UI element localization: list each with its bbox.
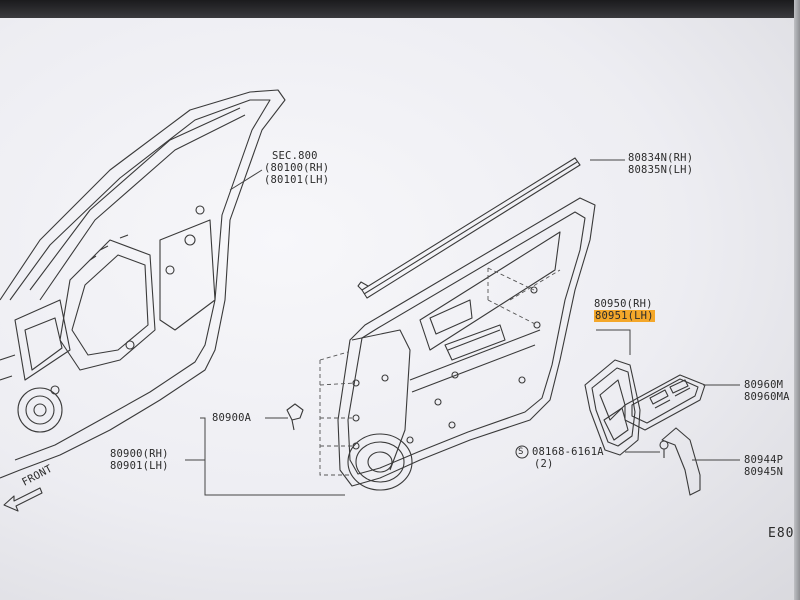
part-80900-label: 80900(RH) (110, 448, 169, 460)
part-80944p-label: 80944P (744, 454, 784, 466)
monitor-bezel-right (794, 0, 800, 600)
part-80951-label: 80951(LH) (594, 310, 655, 322)
part-80945n-label: 80945N (744, 466, 784, 478)
front-arrow-icon (3, 487, 43, 512)
power-window-switch-illustration (624, 374, 706, 431)
bolt-qty-label: (2) (534, 458, 554, 470)
sec-800-lh-label: (80101(LH) (264, 174, 330, 186)
clip-icon (286, 403, 304, 431)
part-80960ma-label: 80960MA (744, 391, 790, 403)
door-trim-panel-illustration (337, 197, 596, 491)
sec-800-label: SEC.800 (272, 150, 318, 162)
switch-finisher-illustration (584, 359, 641, 456)
part-80834n-label: 80834N(RH) (628, 152, 694, 164)
bolt-symbol-label: S (518, 447, 524, 457)
sec-800-rh-label: (80100(RH) (264, 162, 330, 174)
part-80835n-label: 80835N(LH) (628, 164, 694, 176)
part-80960m-label: 80960M (744, 379, 784, 391)
weatherstrip-illustration (357, 157, 581, 299)
part-80951-highlight: 80951(LH) (594, 310, 655, 322)
bolt-icon (659, 440, 669, 458)
clip-projection-lines (319, 267, 561, 476)
part-80900a-label: 80900A (212, 412, 252, 424)
leader-lines (185, 159, 740, 496)
door-frame-illustration (0, 89, 286, 479)
part-80901-label: 80901(LH) (110, 460, 169, 472)
diagram-code-label: E80 (768, 526, 795, 541)
monitor-bezel-top (0, 0, 800, 18)
bolt-symbol-circle (515, 445, 529, 459)
finisher-strip-illustration (661, 427, 701, 496)
bolt-code-label: 08168-6161A (532, 446, 604, 458)
part-80950-label: 80950(RH) (594, 298, 653, 310)
